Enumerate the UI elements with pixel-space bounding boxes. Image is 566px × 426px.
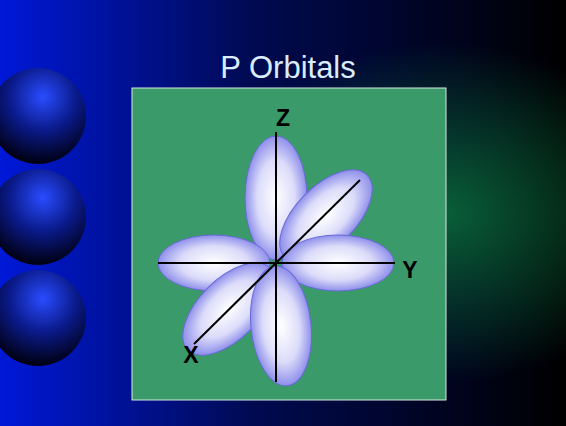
axis-label: X	[183, 342, 198, 369]
sphere	[0, 68, 86, 164]
axis-label: Y	[402, 257, 417, 284]
slide-title: P Orbitals	[220, 50, 356, 86]
x-axis	[194, 180, 360, 344]
z-axis	[275, 132, 277, 382]
sphere	[0, 270, 86, 366]
sphere	[0, 169, 86, 265]
panel	[132, 88, 446, 400]
axis-label: Z	[276, 105, 290, 132]
